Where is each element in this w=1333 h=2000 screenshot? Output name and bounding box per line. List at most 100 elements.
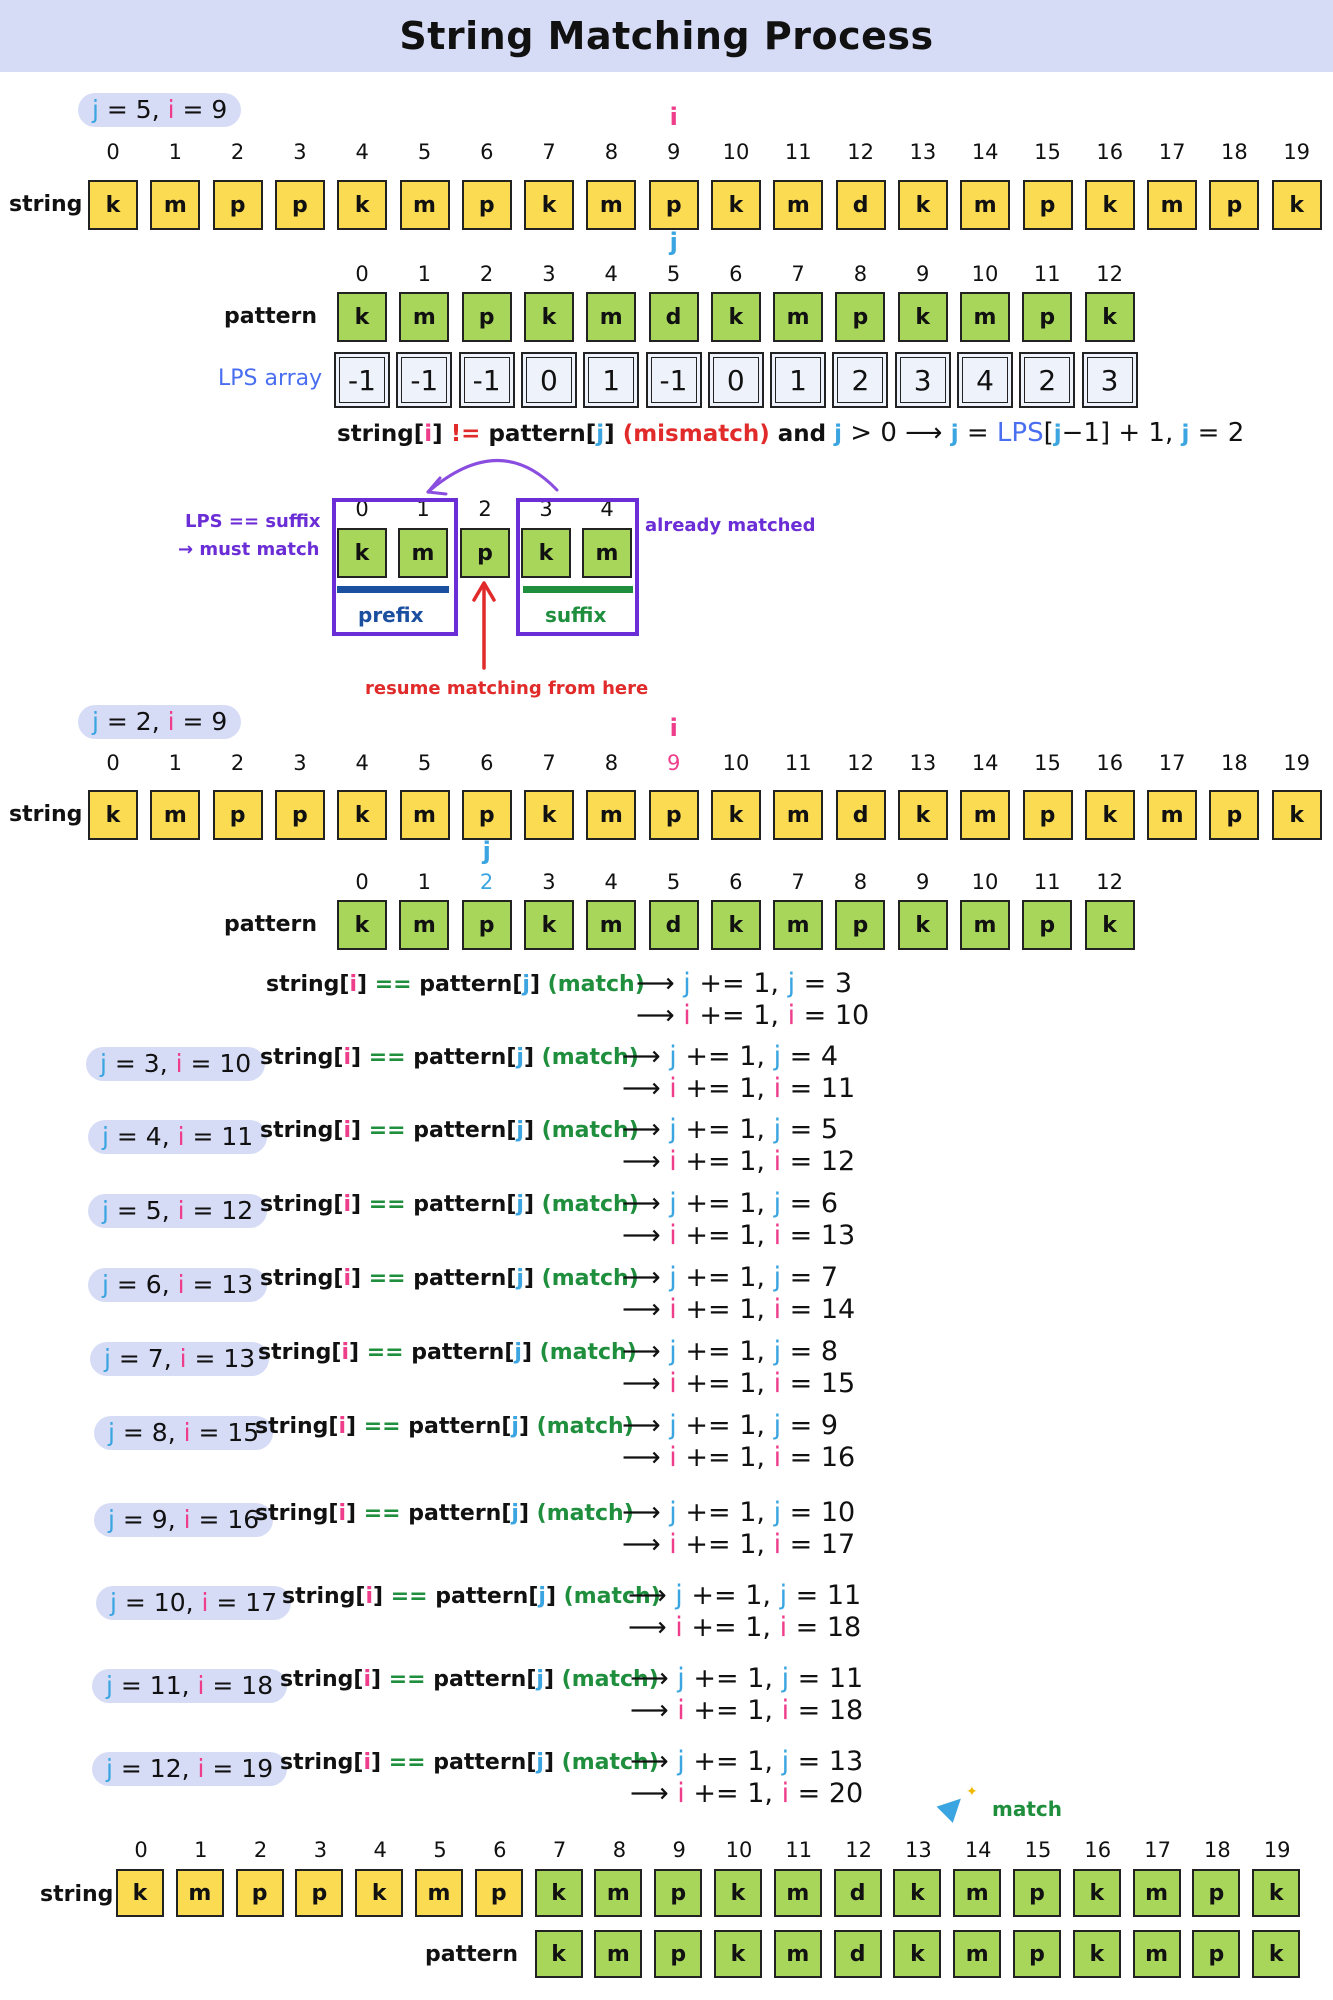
pattern-cell: k [710, 900, 761, 950]
shift-index: 2 [478, 497, 492, 521]
prefix-bar [337, 586, 449, 593]
j-increment: ⟶ j += 1, j = 10 [622, 1497, 856, 1528]
string-index: 6 [480, 140, 494, 164]
string-cell: m [1147, 180, 1198, 230]
final-string-index: 13 [905, 1838, 932, 1862]
string-cell: k [1271, 790, 1322, 840]
string-cell: k [897, 790, 948, 840]
pattern-index: 6 [729, 262, 743, 286]
final-pattern-cell: k [714, 1930, 762, 1978]
final-string-cell: k [893, 1869, 942, 1917]
pattern-index: 8 [853, 870, 868, 894]
page-title: String Matching Process [399, 14, 934, 58]
final-pattern-cell: d [833, 1930, 882, 1978]
i-increment: ⟶ i += 1, i = 18 [628, 1612, 862, 1643]
final-string-index: 3 [313, 1838, 328, 1862]
string-cell: k [897, 180, 948, 230]
string-index: 10 [722, 140, 750, 164]
final-pattern-cell: k [893, 1930, 942, 1978]
match-rule: string[i] == pattern[j] (match) [255, 1414, 634, 1439]
string-cell: p [212, 790, 263, 840]
string-cell: k [1084, 180, 1135, 230]
shift-index: 0 [355, 497, 369, 521]
final-string-cell: p [1013, 1869, 1061, 1917]
string-index: 17 [1158, 751, 1186, 775]
string-index: 1 [168, 140, 182, 164]
final-pattern-cell: k [1252, 1930, 1301, 1978]
lps-value: -1 [339, 357, 385, 403]
final-string-cell: d [833, 1869, 882, 1917]
pattern-index: 3 [542, 262, 556, 286]
pattern-cell: p [1022, 292, 1073, 342]
match-rule: string[i] == pattern[j] (match) [260, 1118, 639, 1143]
string-cell: m [399, 790, 450, 840]
string-cell: m [150, 180, 201, 230]
final-string-index: 18 [1204, 1838, 1231, 1862]
pattern-cell: k [710, 292, 761, 342]
string-index: 1 [168, 751, 182, 775]
final-string-cell: p [474, 1869, 523, 1917]
final-string-cell: m [953, 1869, 1002, 1917]
suffix-box [516, 498, 639, 636]
resume-label: resume matching from here [365, 678, 649, 699]
j-increment: ⟶ j += 1, j = 3 [636, 968, 853, 999]
lps-cell: 4 [957, 352, 1013, 408]
shift-cell: p [460, 528, 510, 578]
pattern-cell: m [773, 292, 824, 342]
lps-value: 0 [525, 357, 572, 403]
prefix-label: prefix [358, 603, 424, 627]
final-pattern-cell: p [1013, 1930, 1061, 1978]
match-label: match [992, 1797, 1062, 1821]
string-index: 4 [355, 751, 369, 775]
pattern-cell: k [1084, 900, 1135, 950]
final-string-cell: m [415, 1869, 463, 1917]
string-cell: m [773, 790, 824, 840]
string-cell: p [648, 180, 699, 230]
shift-cell: k [521, 528, 571, 578]
pattern-cell: m [399, 900, 450, 950]
suffix-label: suffix [545, 603, 607, 627]
confetti-icon: ✦ [966, 1784, 978, 1800]
string-cell: m [960, 790, 1011, 840]
lps-cell: -1 [396, 352, 453, 408]
pattern-index: 12 [1096, 870, 1123, 894]
final-string-cell: k [534, 1869, 583, 1917]
string-index: 2 [230, 751, 245, 775]
lps-suffix-note: LPS == suffix [185, 511, 321, 532]
pattern-cell: k [897, 292, 948, 342]
string-cell: k [337, 790, 388, 840]
must-match-note: → must match [178, 539, 320, 560]
resume-arrow-head [472, 581, 496, 602]
state-badge: j = 10, i = 17 [96, 1586, 292, 1620]
final-pattern-cell: m [594, 1930, 643, 1978]
final-string-cell: k [1252, 1869, 1301, 1917]
lps-value: -1 [650, 357, 697, 403]
i-increment: ⟶ i += 1, i = 11 [622, 1073, 856, 1104]
final-pattern-cell: p [1192, 1930, 1241, 1978]
string-index: 2 [230, 140, 245, 164]
pattern-index: 11 [1033, 262, 1061, 286]
string-cell: k [1271, 180, 1322, 230]
string-cell: p [461, 790, 512, 840]
pattern-index: 1 [417, 262, 431, 286]
string-index: 18 [1221, 140, 1248, 164]
state-badge: j = 12, i = 19 [92, 1752, 288, 1786]
final-string-index: 14 [964, 1838, 992, 1862]
i-increment: ⟶ i += 1, i = 20 [630, 1778, 864, 1809]
pattern-row-label: pattern [224, 304, 318, 329]
lps-cell: 1 [583, 352, 640, 408]
final-string-index: 4 [373, 1838, 387, 1862]
shift-index: 4 [600, 497, 614, 521]
pattern-cell: p [461, 900, 512, 950]
string-cell: k [711, 790, 761, 840]
string-index: 12 [847, 140, 874, 164]
lps-value: 4 [962, 357, 1008, 403]
pattern-cell: d [648, 900, 699, 950]
string-cell: m [773, 180, 824, 230]
string-index: 14 [971, 751, 999, 775]
prefix-box [332, 498, 458, 636]
final-pattern-cell: k [534, 1930, 583, 1978]
i-increment: ⟶ i += 1, i = 12 [622, 1146, 856, 1177]
suffix-bar [523, 586, 633, 593]
final-string-cell: m [594, 1869, 643, 1917]
